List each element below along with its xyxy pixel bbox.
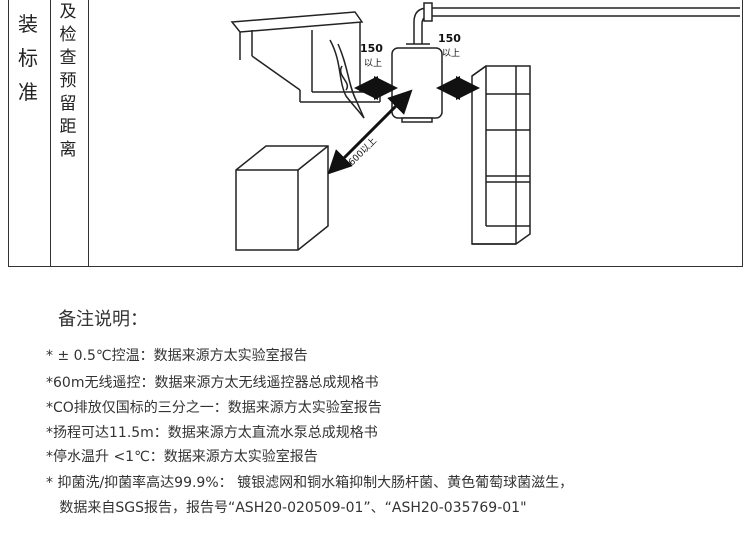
note-line: * 抑菌洗/抑菌率高达99.9%： 镀银滤网和铜水箱抑制大肠杆菌、黄色葡萄球菌滋… (46, 475, 574, 491)
note-line: *60m无线遥控：数据来源方太无线遥控器总成规格书 (46, 375, 379, 391)
left-clearance-unit: 以上 (364, 58, 382, 69)
spec-table-frame (8, 0, 743, 267)
category-char: 装 (18, 12, 38, 36)
window-illustration (230, 11, 381, 119)
note-line: *CO排放仅国标的三分之一：数据来源方太实验室报告 (46, 400, 382, 416)
note-line: *停水温升 <1℃：数据来源方太实验室报告 (46, 449, 318, 465)
table-category-label: 装 标 准 (8, 14, 48, 102)
note-line: 数据来自SGS报告，报告号“ASH20-020509-01”、“ASH20-03… (46, 500, 527, 516)
note-line: * ± 0.5℃控温：数据来源方太实验室报告 (46, 348, 308, 364)
front-obstacle-box (235, 145, 329, 251)
item-char: 离 (59, 140, 77, 160)
item-char: 留 (59, 94, 77, 114)
item-char: 距 (59, 117, 77, 137)
item-char: 查 (59, 48, 77, 68)
category-char: 标 (18, 46, 38, 70)
water-heater-illustration (391, 47, 443, 119)
item-char: 及 (59, 2, 77, 22)
table-item-label: 及 检 查 预 留 距 离 (50, 4, 86, 159)
right-clearance-value: 150 (438, 32, 461, 45)
item-char: 预 (59, 71, 77, 91)
table-column-divider (88, 0, 89, 266)
left-clearance-value: 150 (360, 42, 383, 55)
item-char: 检 (59, 25, 77, 45)
right-clearance-unit: 以上 (442, 48, 460, 59)
category-char: 准 (18, 80, 38, 104)
notes-title: 备注说明： (58, 309, 148, 330)
side-shelf-illustration (471, 65, 531, 245)
note-line: *扬程可达11.5m：数据来源方太直流水泵总成规格书 (46, 425, 378, 441)
table-column-divider (50, 0, 51, 266)
front-clearance-arrow (327, 89, 413, 175)
exhaust-pipe-illustration (406, 2, 740, 45)
installation-clearance-diagram: 150 以上 150 以上 600以上 (230, 2, 740, 251)
